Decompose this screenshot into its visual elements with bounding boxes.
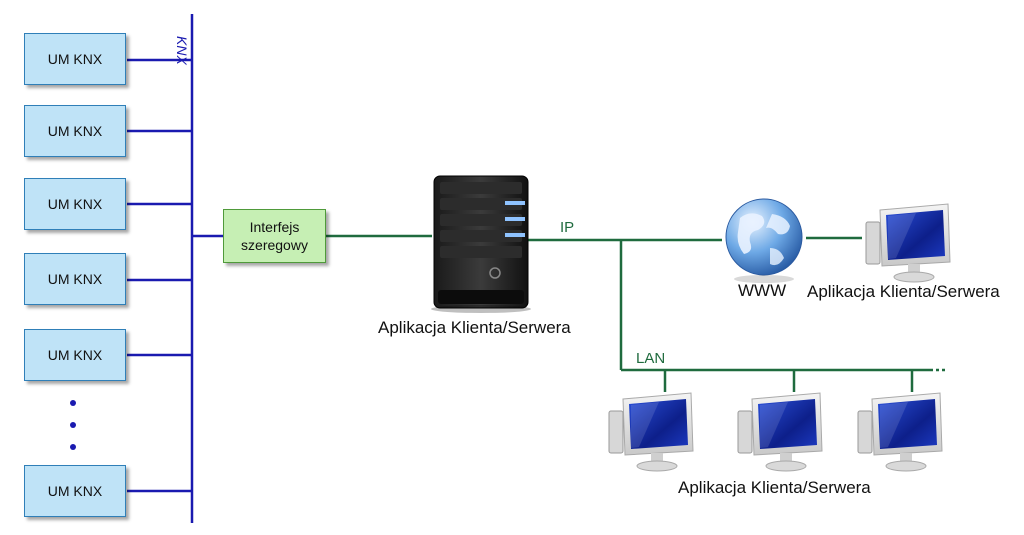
serial-interface-box: Interfejs szeregowy <box>223 209 326 263</box>
um-knx-module: UM KNX <box>24 329 126 381</box>
network-links <box>326 234 948 392</box>
knx-bus <box>127 14 223 523</box>
remote-monitor-icon <box>865 203 951 283</box>
um-knx-label: UM KNX <box>47 123 103 139</box>
server-label: Aplikacja Klienta/Serwera <box>378 318 571 337</box>
ellipsis-dot <box>70 422 76 428</box>
lan-label: LAN <box>636 350 666 367</box>
serial-interface-label: Interfejs szeregowy <box>241 219 308 253</box>
um-knx-label: UM KNX <box>47 271 103 287</box>
um-knx-module: UM KNX <box>24 178 126 230</box>
um-knx-label: UM KNX <box>47 483 103 499</box>
ip-label: IP <box>560 219 575 236</box>
um-knx-label: UM KNX <box>47 347 103 363</box>
lan-monitor-icon <box>737 392 823 472</box>
server-icon <box>431 175 531 313</box>
remote-client-label: Aplikacja Klienta/Serwera <box>807 282 1000 301</box>
um-knx-label: UM KNX <box>47 196 103 212</box>
ellipsis-dot <box>70 400 76 406</box>
um-knx-label: UM KNX <box>47 51 103 67</box>
lan-monitor-icon <box>857 392 943 472</box>
um-knx-module: UM KNX <box>24 465 126 517</box>
um-knx-module: UM KNX <box>24 33 126 85</box>
ellipsis-dot <box>70 444 76 450</box>
um-knx-module: UM KNX <box>24 105 126 157</box>
um-knx-module: UM KNX <box>24 253 126 305</box>
lan-clients-label: Aplikacja Klienta/Serwera <box>678 478 871 497</box>
lan-monitor-icon <box>608 392 694 472</box>
www-label: WWW <box>738 281 787 300</box>
knx-bus-label: KNX <box>174 36 190 65</box>
globe-icon <box>725 198 803 283</box>
